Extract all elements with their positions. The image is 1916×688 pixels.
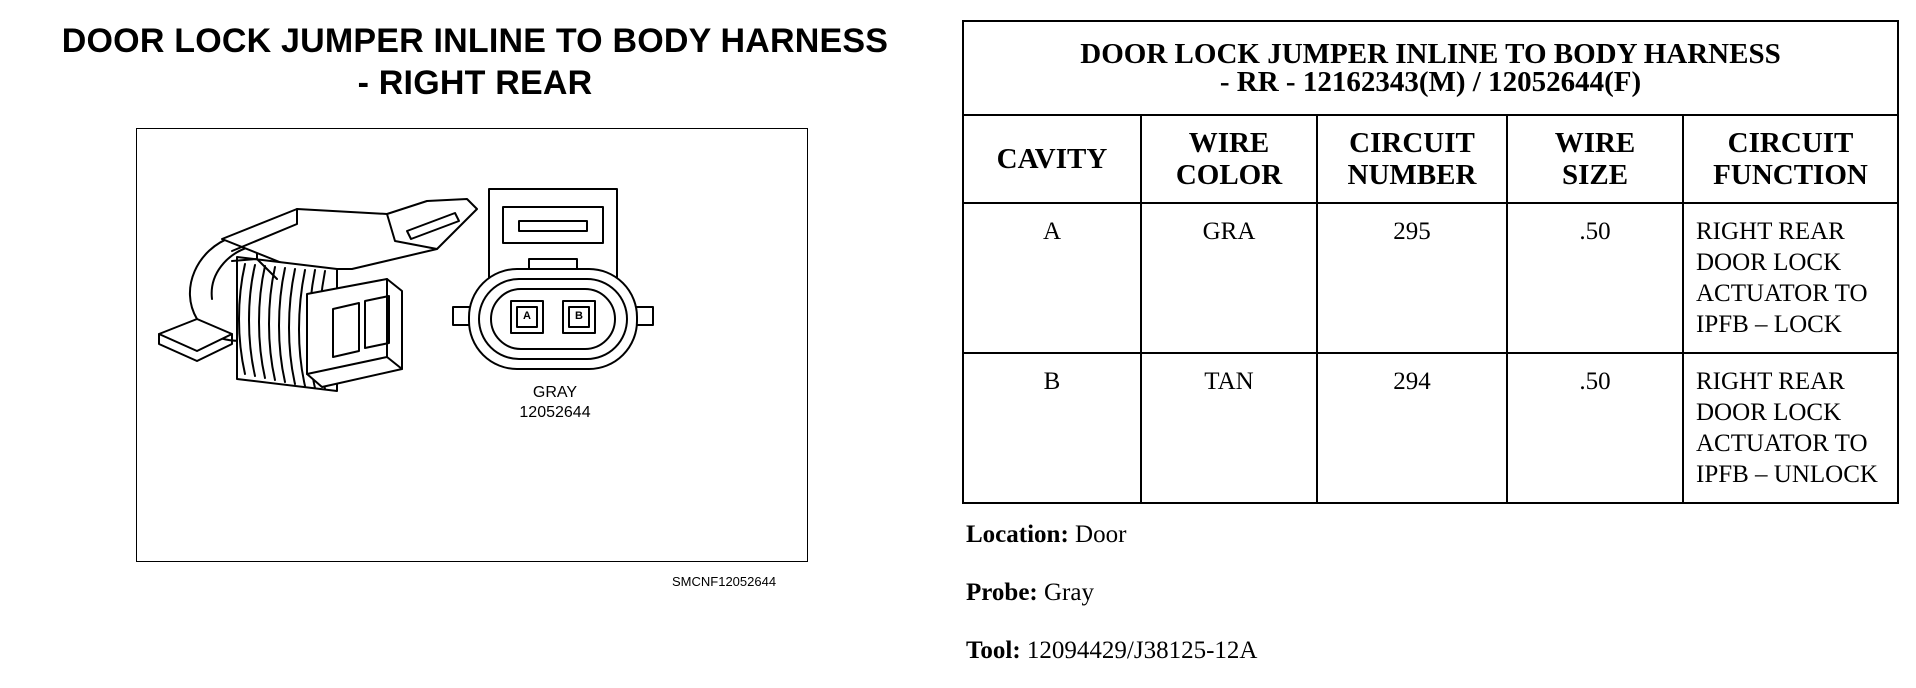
cell-circuit-function: RIGHT REAR DOOR LOCK ACTUATOR TO IPFB – … [1682,202,1899,354]
tool-label: Tool: [966,637,1021,664]
table-title-row: DOOR LOCK JUMPER INLINE TO BODY HARNESS … [962,20,1899,116]
cell-wire-color: TAN [1140,352,1318,504]
connector-illustration [158,188,654,392]
table-header-row: CAVITY WIRE COLOR CIRCUIT NUMBER WIRE SI… [962,114,1899,204]
pinout-table: DOOR LOCK JUMPER INLINE TO BODY HARNESS … [962,20,1899,504]
tool-value: 12094429/J38125-12A [1026,637,1258,664]
cell-circuit-function: RIGHT REAR DOOR LOCK ACTUATOR TO IPFB – … [1682,352,1899,504]
cell-wire-size: .50 [1506,202,1684,354]
table-row: B TAN 294 .50 RIGHT REAR DOOR LOCK ACTUA… [962,352,1899,504]
location-label: Location: [966,521,1069,548]
cell-cavity: B [962,352,1142,504]
connector-isometric-drawing [158,198,478,392]
cell-wire-color: GRA [1140,202,1318,354]
table-title-line1: DOOR LOCK JUMPER INLINE TO BODY HARNESS [1080,38,1781,70]
cell-circuit-number: 295 [1316,202,1508,354]
probe-line: Probe: Gray [966,578,1094,608]
header-cavity: CAVITY [962,114,1142,204]
cell-wire-size: .50 [1506,352,1684,504]
pin-a-label: A [523,310,531,322]
table-title: DOOR LOCK JUMPER INLINE TO BODY HARNESS … [962,20,1899,116]
connector-color: GRAY [532,384,578,401]
header-wire-color: WIRE COLOR [1140,114,1318,204]
table-title-line2: - RR - 12162343(M) / 12052644(F) [1219,66,1642,98]
header-circuit-number: CIRCUIT NUMBER [1316,114,1508,204]
location-line: Location: Door [966,520,1126,550]
header-circuit-function: CIRCUIT FUNCTION [1682,114,1899,204]
connector-front-view-drawing [452,188,654,370]
diagram-title-line1: DOOR LOCK JUMPER INLINE TO BODY HARNESS [61,22,889,60]
connector-part-number: 12052644 [519,404,591,421]
connector-caption: GRAY 12052644 [470,383,640,423]
location-value: Door [1075,521,1127,548]
header-wire-size: WIRE SIZE [1506,114,1684,204]
cell-cavity: A [962,202,1142,354]
connector-diagram: A B GRAY 12052644 [136,128,808,562]
tool-line: Tool: 12094429/J38125-12A [966,636,1257,666]
diagram-reference-code: SMCNF12052644 [672,574,777,589]
probe-label: Probe: [966,579,1038,606]
cell-circuit-number: 294 [1316,352,1508,504]
probe-value: Gray [1044,579,1094,606]
diagram-title-line2: - RIGHT REAR [357,64,593,102]
table-row: A GRA 295 .50 RIGHT REAR DOOR LOCK ACTUA… [962,202,1899,354]
diagram-title: DOOR LOCK JUMPER INLINE TO BODY HARNESS … [0,20,950,104]
pin-b-label: B [575,310,583,322]
